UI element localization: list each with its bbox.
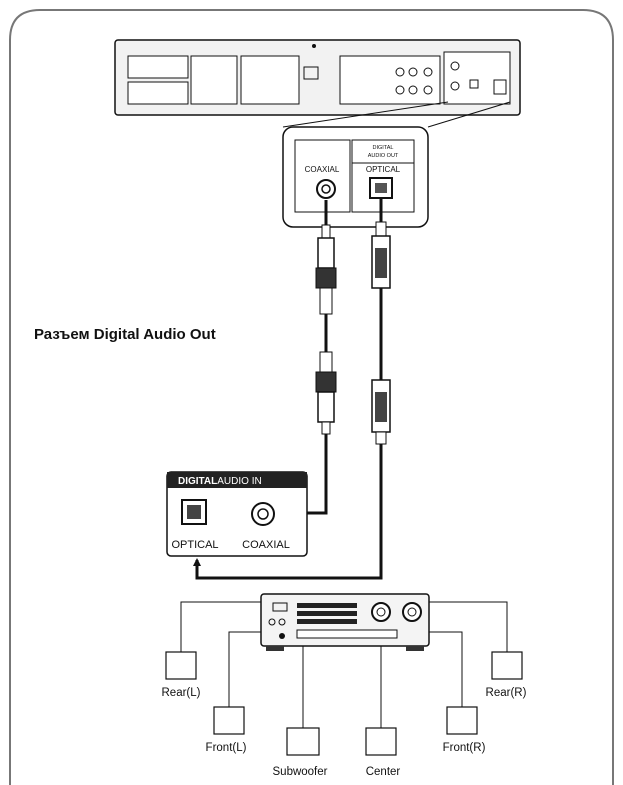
digital-audio-out-label: Разъем Digital Audio Out <box>34 326 216 343</box>
speaker-center-label: Center <box>366 766 401 778</box>
speaker-rear-left-label: Rear(L) <box>162 687 201 699</box>
speaker-wires <box>180 601 508 728</box>
speaker-front-right-label: Front(R) <box>443 742 486 754</box>
speaker-front-left: Front(L) <box>206 706 247 754</box>
receiver-coaxial-label: COAXIAL <box>242 539 290 551</box>
player-optical-label: OPTICAL <box>366 165 401 174</box>
speaker-rear-right: Rear(R) <box>486 651 527 699</box>
receiver-input-panel: DIGITALAUDIO IN OPTICAL COAXIAL <box>166 471 308 557</box>
receiver-panel-title-part1: DIGITAL <box>178 476 217 487</box>
speaker-rear-right-label: Rear(R) <box>486 687 527 699</box>
speaker-rear-left: Rear(L) <box>162 651 201 699</box>
callout-line-left <box>282 101 449 128</box>
speaker-center: Center <box>365 727 401 778</box>
dvd-player-rear <box>114 39 521 116</box>
receiver-panel-title-part2: AUDIO IN <box>217 476 261 487</box>
player-output-panel: DIGITAL AUDIO OUT COAXIAL OPTICAL <box>282 126 429 228</box>
speaker-subwoofer-label: Subwoofer <box>273 766 328 778</box>
svg-text:DIGITALAUDIO IN: DIGITALAUDIO IN <box>178 476 262 487</box>
optical-cable <box>193 198 391 580</box>
player-panel-title-line2: AUDIO OUT <box>368 153 399 159</box>
coaxial-cable <box>283 200 337 517</box>
player-panel-title-line1: DIGITAL <box>373 145 394 151</box>
av-receiver <box>260 593 430 651</box>
speaker-front-left-label: Front(L) <box>206 742 247 754</box>
callout-line-right <box>427 101 511 128</box>
outer-frame <box>9 9 614 785</box>
player-coaxial-label: COAXIAL <box>305 165 340 174</box>
receiver-optical-label: OPTICAL <box>171 539 218 551</box>
speaker-subwoofer: Subwoofer <box>273 727 328 778</box>
speaker-front-right: Front(R) <box>443 706 486 754</box>
